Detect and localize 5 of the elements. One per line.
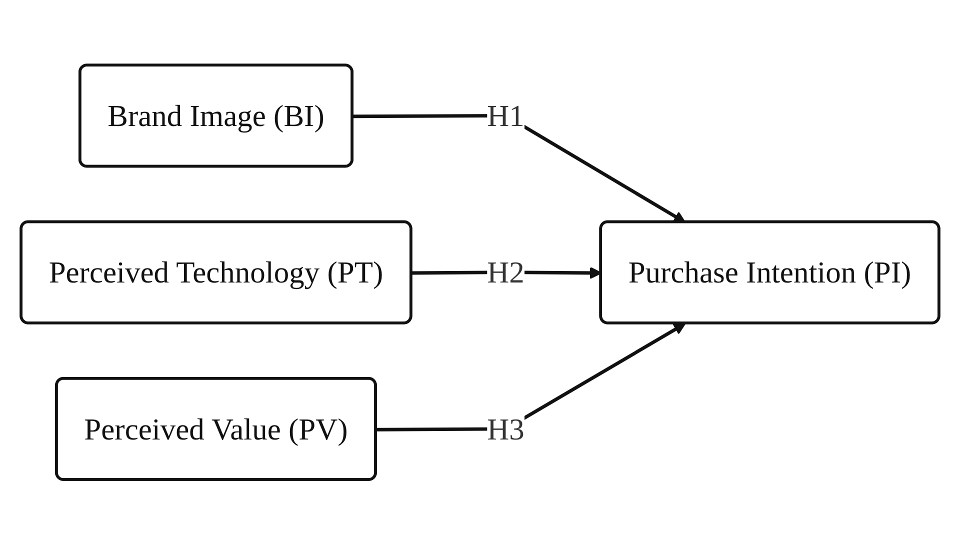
edge-label: H3 — [487, 412, 524, 446]
arrow — [376, 323, 686, 432]
edge-label: H2 — [487, 255, 524, 290]
edge-label: H1 — [487, 98, 524, 134]
diagram: H1 H2 H3 Brand Image (BI) Perceived Technology (PT) Perceived Value (PV) Purchase Intention (PI) — [10, 54, 950, 491]
